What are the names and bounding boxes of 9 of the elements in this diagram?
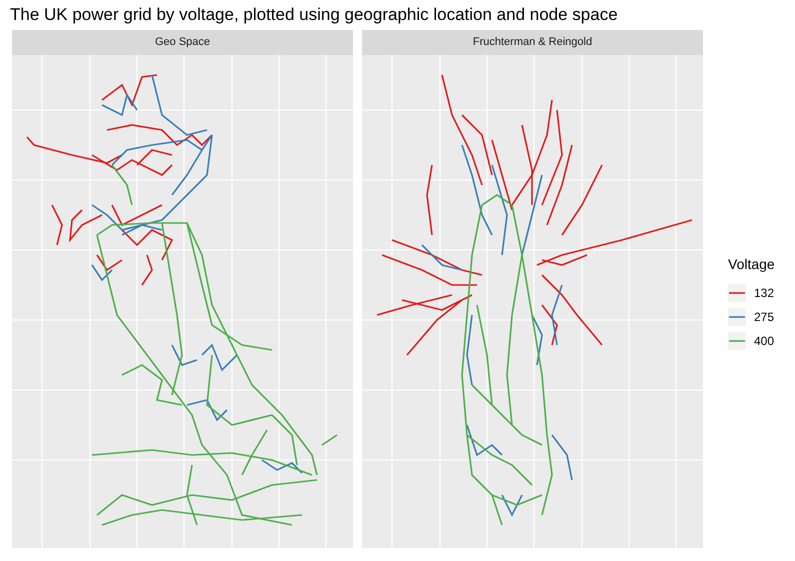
facet-label: Geo Space bbox=[154, 35, 210, 50]
facet-label: Fruchterman & Reingold bbox=[472, 35, 592, 50]
facet-panel bbox=[362, 30, 703, 548]
legend-label: 275 bbox=[754, 309, 774, 326]
legend-label: 400 bbox=[754, 333, 774, 350]
legend-label: 132 bbox=[754, 285, 774, 302]
facet-panel bbox=[12, 30, 353, 548]
legend-title: Voltage bbox=[728, 255, 775, 274]
chart-title: The UK power grid by voltage, plotted using geographic location and node space bbox=[10, 4, 618, 26]
